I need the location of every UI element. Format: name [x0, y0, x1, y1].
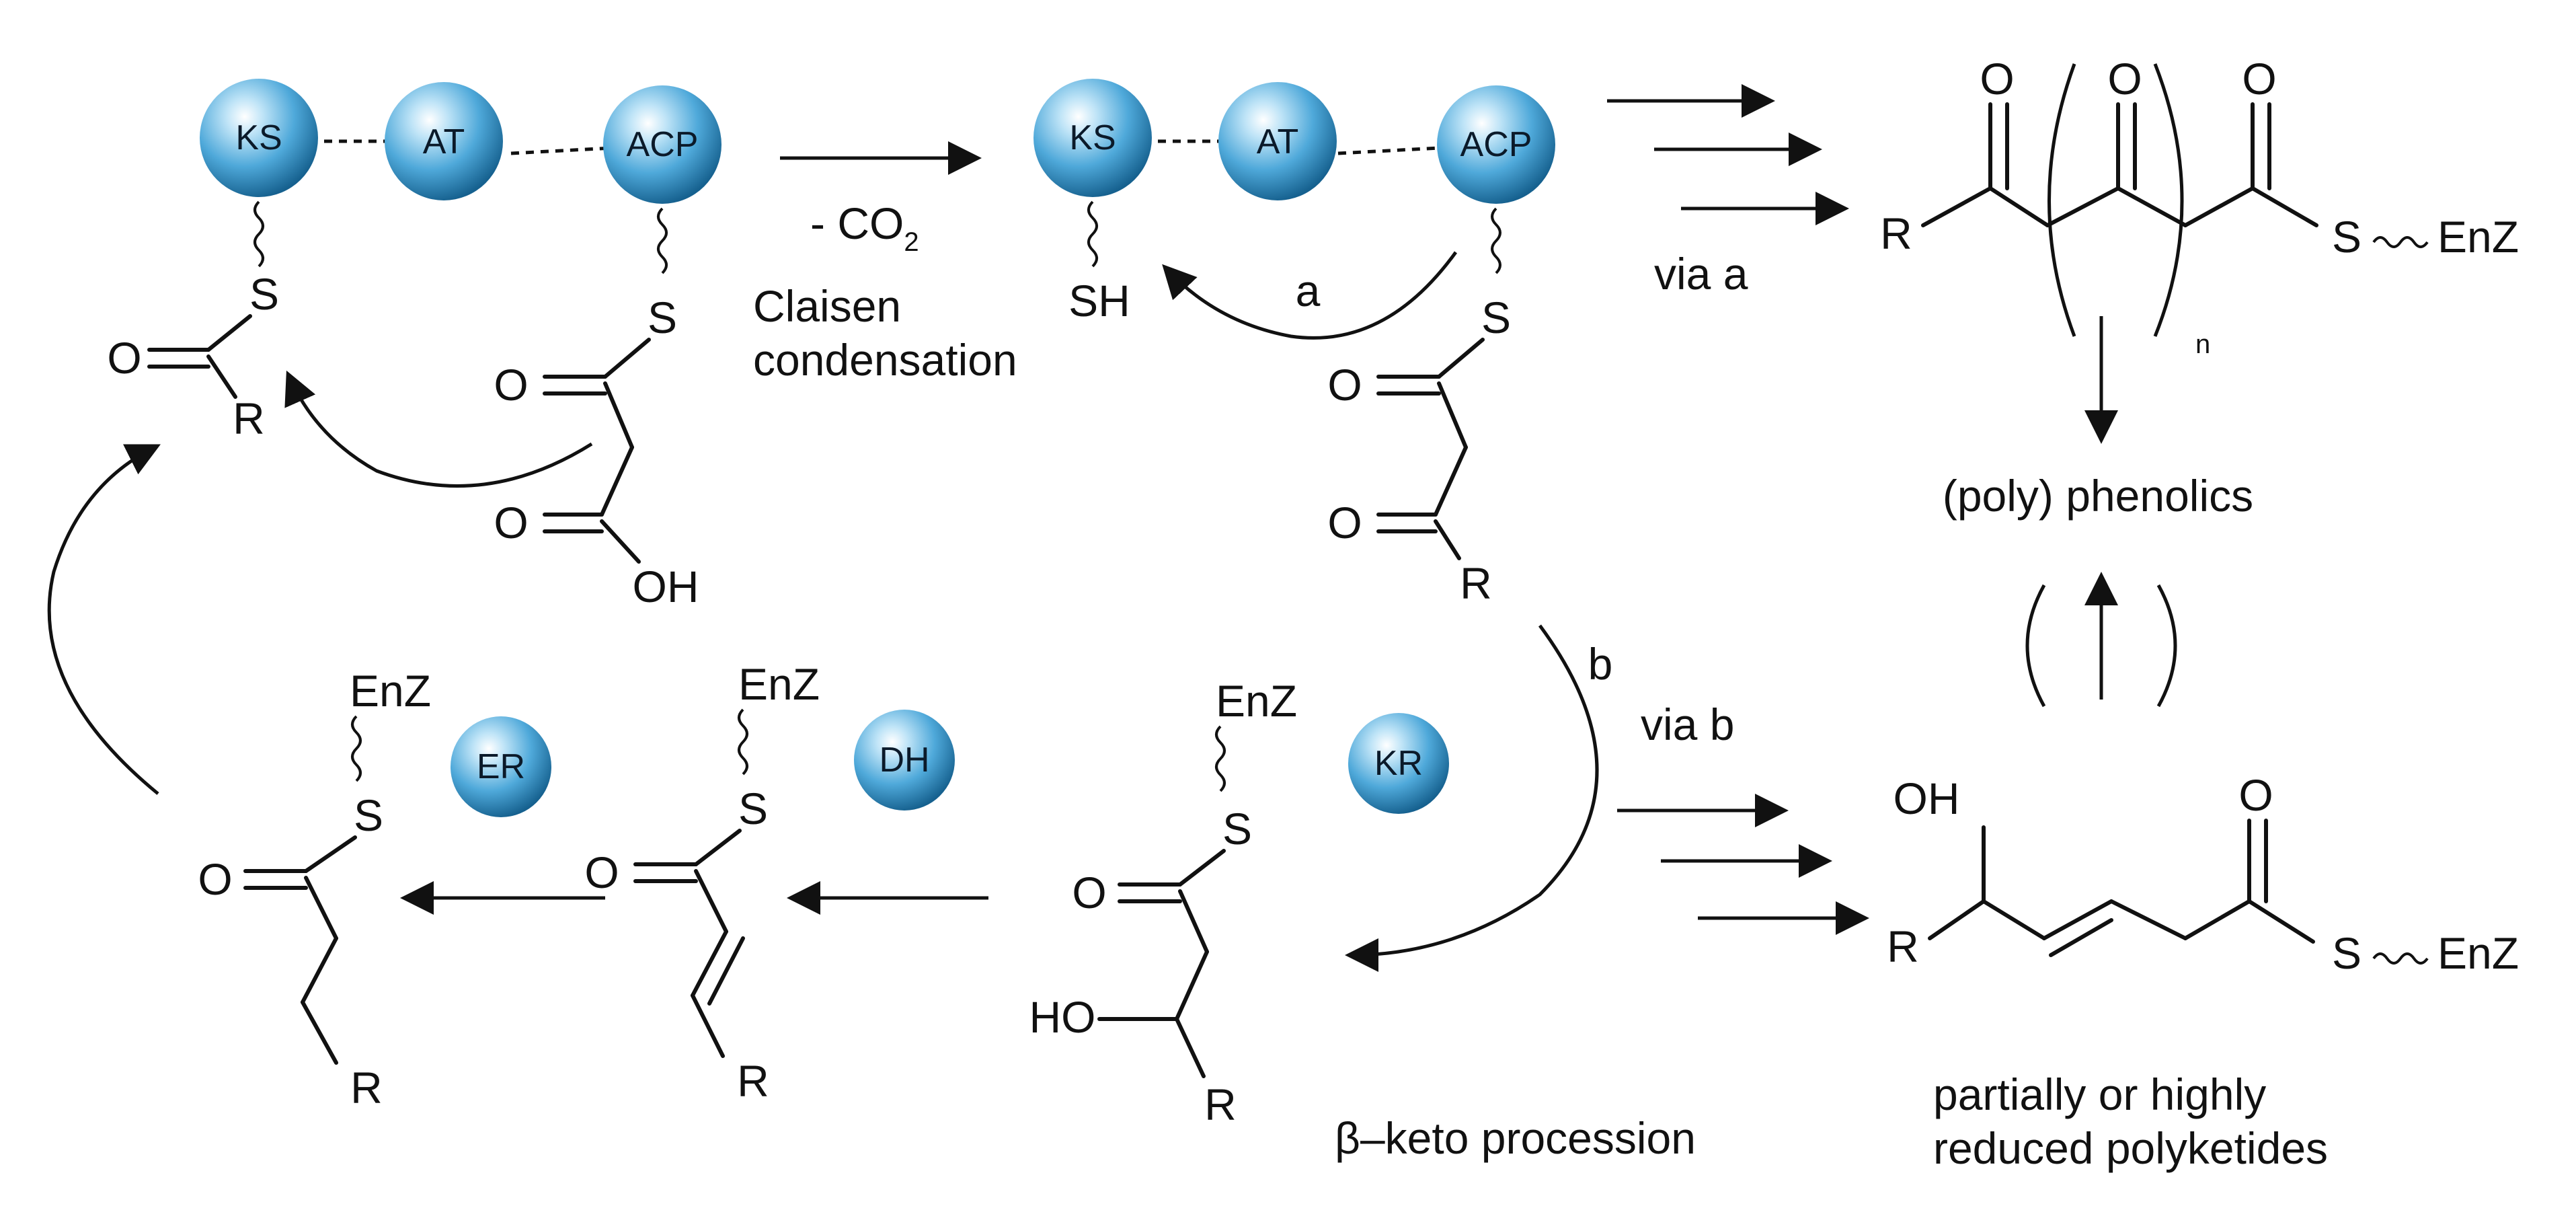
right-parenthesis	[2153, 63, 2184, 337]
acp-domain-sphere	[603, 85, 721, 204]
enzyme-label: EnZ	[738, 659, 820, 709]
at-label: AT	[423, 122, 465, 161]
hydroxyl-group: HO	[1029, 992, 1096, 1042]
r-group: R	[1880, 209, 1912, 258]
label-b: b	[1588, 639, 1613, 689]
linker-dash	[510, 146, 613, 155]
ks-acyl-thioester: S O R	[107, 200, 279, 443]
oxygen-atom: O	[198, 854, 232, 904]
right-parenthesis	[2156, 584, 2177, 708]
sulfur-atom: S	[1222, 804, 1252, 854]
oxygen-atom: O	[1327, 498, 1362, 548]
enzyme-label: EnZ	[1216, 676, 1297, 726]
left-parenthesis	[2047, 63, 2076, 337]
oxygen-atom: O	[2238, 770, 2273, 820]
wavy-bond	[1215, 725, 1226, 792]
ks-label: KS	[235, 118, 282, 157]
wavy-bond	[351, 715, 362, 782]
via-a-label: via a	[1654, 249, 1748, 299]
oxygen-atom: O	[107, 333, 141, 383]
dh-label: DH	[879, 741, 929, 780]
r-group: R	[1887, 921, 1919, 971]
sulfur-atom: S	[1481, 293, 1511, 342]
at-domain-sphere	[1218, 82, 1337, 200]
minus-co2-label: - CO2	[810, 198, 919, 257]
enzyme-complex-middle: KS AT ACP	[1033, 79, 1555, 204]
saturated-acyl-thioester: EnZ S O R	[198, 666, 431, 1113]
label-a: a	[1296, 266, 1321, 315]
reduced-label-line1: partially or highly	[1933, 1069, 2266, 1119]
beta-keto-procession-label: β–keto procession	[1335, 1113, 1696, 1163]
wavy-bond	[2372, 236, 2429, 248]
er-domain-sphere	[451, 716, 551, 817]
repeat-count-n: n	[2195, 330, 2210, 359]
wavy-bond	[1087, 200, 1098, 268]
left-parenthesis	[2025, 584, 2046, 708]
enzyme-label: EnZ	[350, 666, 431, 716]
oxygen-atom: O	[1980, 54, 2014, 104]
via-b-label: via b	[1641, 700, 1734, 749]
ks-label: KS	[1069, 118, 1116, 157]
acp-malonyl-thioester: S O O OH	[494, 207, 699, 611]
oxygen-atom: O	[2242, 54, 2276, 104]
at-label: AT	[1257, 122, 1299, 161]
acp-label: ACP	[1460, 125, 1532, 164]
oxygen-atom: O	[1072, 868, 1106, 917]
oxygen-atom: O	[2107, 54, 2142, 104]
ks-domain-sphere	[1033, 79, 1152, 197]
acp-beta-ketoacyl: S O O R	[1327, 207, 1511, 608]
oxygen-atom: O	[494, 498, 528, 548]
thiol-group: SH	[1068, 276, 1130, 326]
sulfur-atom: S	[249, 269, 279, 319]
beta-hydroxy-thioester: EnZ S O HO R	[1029, 676, 1298, 1129]
reduced-label-line2: reduced polyketides	[1933, 1123, 2328, 1173]
er-label: ER	[477, 747, 525, 786]
enzyme-label: EnZ	[2437, 928, 2519, 978]
kr-label: KR	[1374, 744, 1423, 783]
wavy-bond	[253, 200, 264, 268]
claisen-label: Claisen	[753, 281, 901, 331]
condensation-label: condensation	[753, 335, 1017, 385]
enzyme-label: EnZ	[2437, 212, 2519, 262]
r-group: R	[233, 393, 265, 443]
wavy-bond	[1491, 207, 1501, 274]
ks-domain-sphere	[200, 79, 318, 197]
dh-domain-sphere	[854, 710, 955, 811]
enoyl-thioester: EnZ S O R	[584, 659, 820, 1106]
recycle-arrow	[47, 444, 161, 795]
oxygen-atom: O	[1327, 360, 1362, 410]
kr-domain-sphere	[1348, 713, 1449, 814]
at-domain-sphere	[385, 82, 503, 200]
poly-beta-keto-thioester: R O O n O S EnZ	[1880, 54, 2519, 359]
oxygen-atom: O	[584, 847, 619, 897]
sulfur-atom: S	[2332, 212, 2362, 262]
sulfur-atom: S	[648, 293, 677, 342]
transfer-arrow	[284, 370, 593, 488]
r-group: R	[737, 1056, 769, 1106]
oxygen-atom: O	[494, 360, 528, 410]
r-group: R	[1460, 558, 1492, 608]
acp-label: ACP	[627, 125, 699, 164]
acp-domain-sphere	[1437, 85, 1555, 204]
linker-dash	[1337, 146, 1440, 155]
sulfur-atom: S	[354, 790, 383, 840]
wavy-bond	[657, 207, 668, 274]
arrow-b	[1345, 624, 1599, 972]
arrow-a	[1162, 251, 1458, 340]
hydroxyl-group: OH	[633, 562, 699, 611]
hydroxyl-group: OH	[1894, 774, 1960, 823]
r-group: R	[350, 1063, 383, 1113]
wavy-bond	[738, 708, 748, 776]
poly-phenolics-label: (poly) phenolics	[1943, 471, 2253, 521]
wavy-bond	[2372, 952, 2429, 965]
reduced-polyketide-thioester: OH R O S EnZ	[1887, 770, 2519, 978]
enzyme-complex-left: KS AT ACP	[200, 79, 721, 204]
r-group: R	[1204, 1080, 1237, 1129]
sulfur-atom: S	[738, 784, 768, 833]
sulfur-atom: S	[2332, 928, 2362, 978]
